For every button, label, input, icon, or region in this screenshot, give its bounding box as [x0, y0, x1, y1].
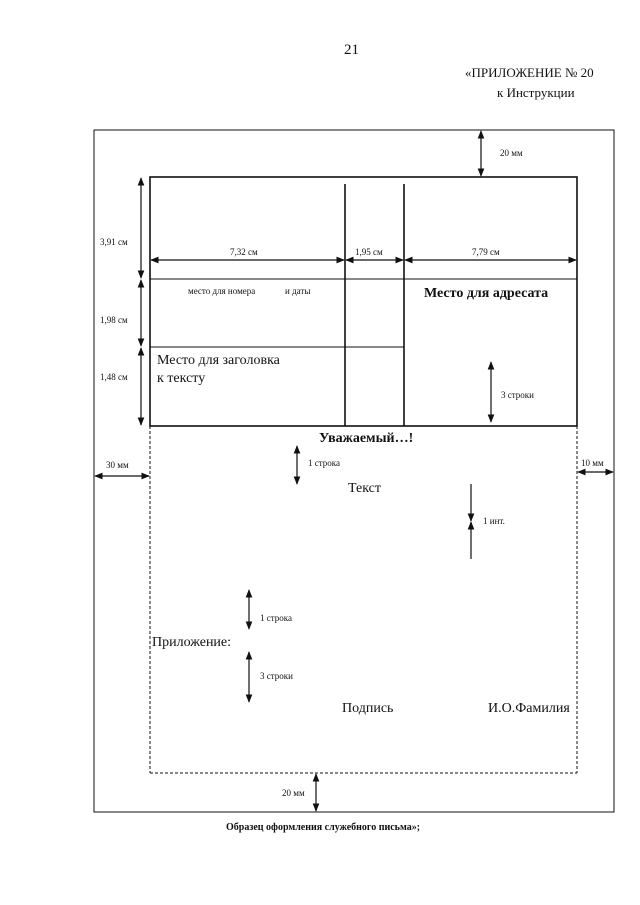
greeting: Уважаемый…! — [319, 431, 414, 446]
top-margin-label: 20 мм — [500, 148, 523, 158]
three-lines-top-label: 3 строки — [501, 390, 534, 400]
width-left-label: 7,32 см — [230, 247, 258, 257]
addressee-label: Место для адресата — [424, 286, 549, 301]
height-bottom-label: 1,48 см — [100, 372, 128, 382]
one-line-top-label: 1 строка — [308, 458, 341, 468]
number-date-label-b: и даты — [285, 286, 311, 296]
header-frame — [149, 176, 578, 427]
one-line-bottom-label: 1 строка — [260, 613, 293, 623]
number-date-label-a: место для номера — [188, 286, 256, 296]
caption: Образец оформления служебного письма»; — [226, 822, 421, 833]
page-border — [93, 129, 615, 813]
page-number: 21 — [344, 42, 359, 58]
one-interval-label: 1 инт. — [483, 516, 505, 526]
heading-label-line1: Место для заголовка — [157, 353, 280, 368]
appendix-title: «ПРИЛОЖЕНИЕ № 20 — [465, 65, 594, 80]
name-label: И.О.Фамилия — [488, 701, 570, 716]
height-top-label: 3,91 см — [100, 237, 128, 247]
height-mid-label: 1,98 см — [100, 315, 128, 325]
appendix-label: Приложение: — [152, 635, 232, 650]
heading-label-line2: к тексту — [157, 371, 206, 386]
width-mid-label: 1,95 см — [355, 247, 383, 257]
appendix-subtitle: к Инструкции — [497, 85, 575, 100]
body-text-label: Текст — [348, 481, 382, 496]
right-margin-label: 10 мм — [581, 458, 604, 468]
signature-label: Подпись — [342, 701, 394, 716]
left-margin-label: 30 мм — [106, 460, 129, 470]
three-lines-bottom-label: 3 строки — [260, 671, 293, 681]
bottom-margin-label: 20 мм — [282, 788, 305, 798]
width-right-label: 7,79 см — [472, 247, 500, 257]
